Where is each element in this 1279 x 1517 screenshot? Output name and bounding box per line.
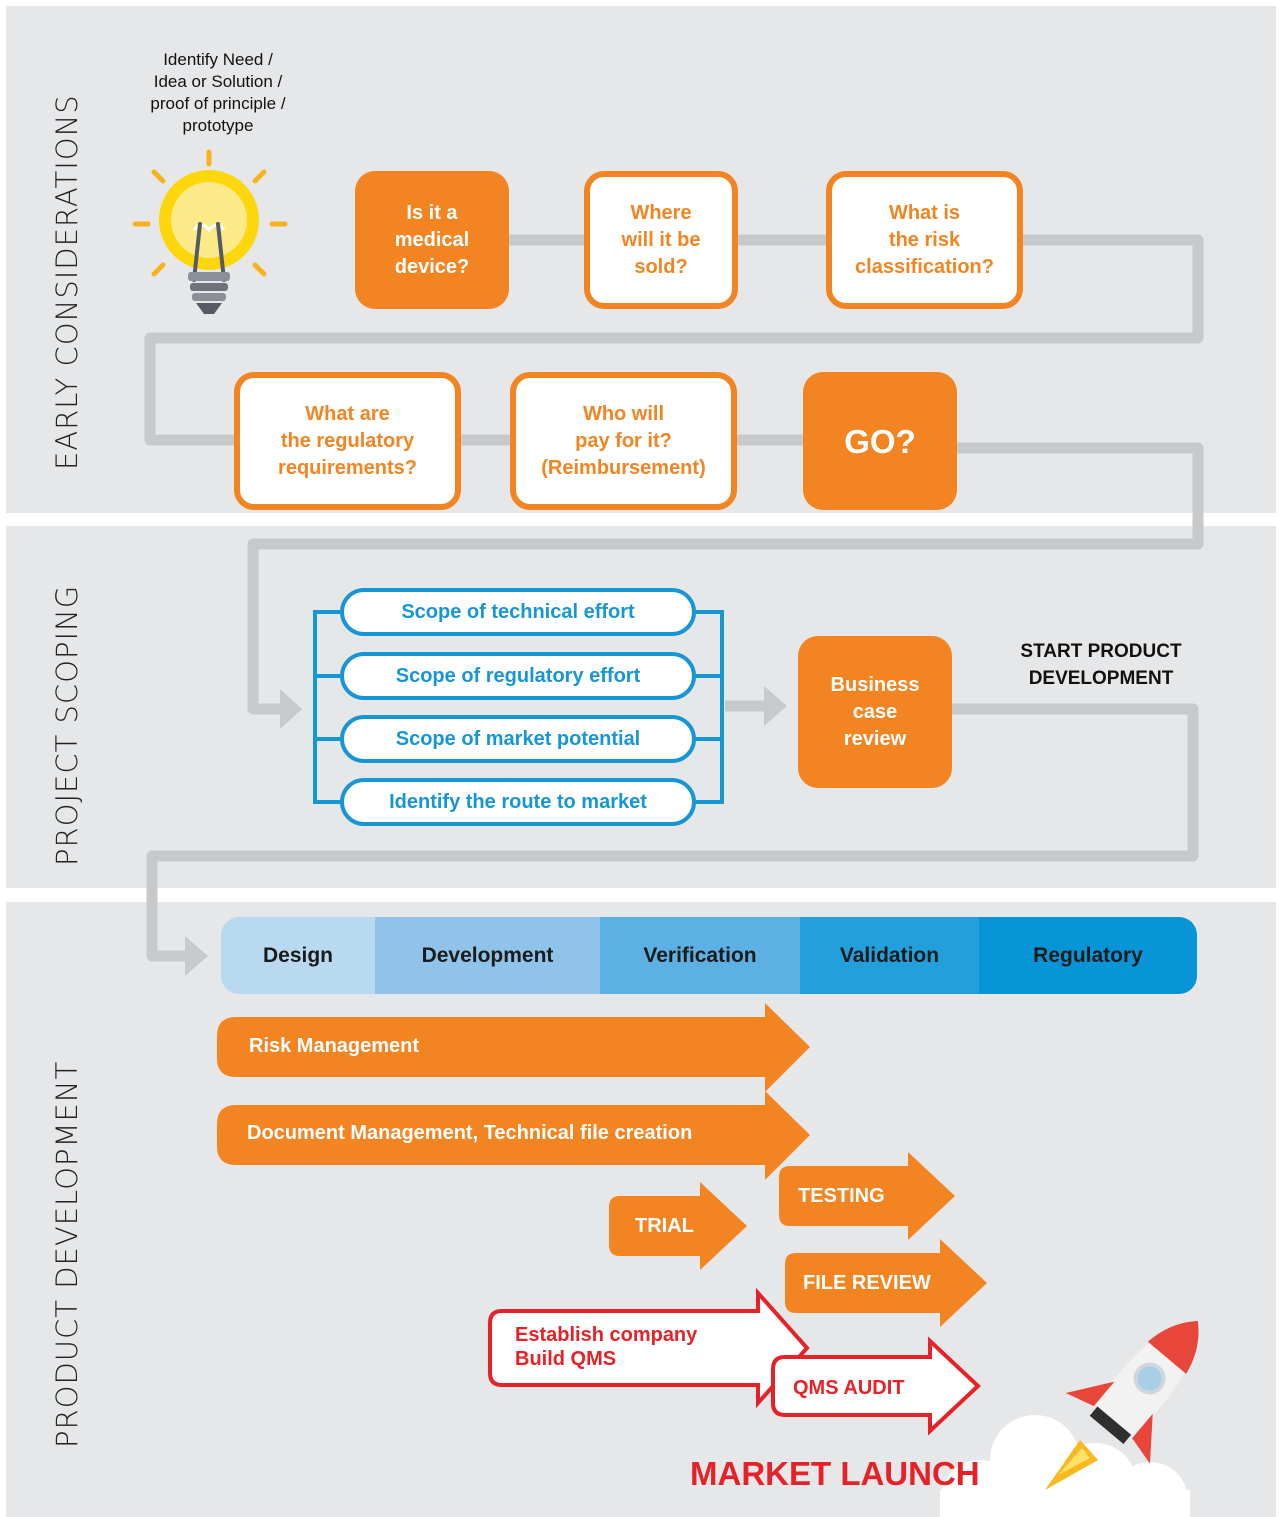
phase-development: Development (375, 917, 600, 994)
establish-company-label: Establish company Build QMS (515, 1324, 698, 1370)
scope-market-potential: Scope of market potential (340, 715, 696, 763)
rocket-icon (940, 1321, 1199, 1517)
go-decision-box: GO? (803, 372, 957, 510)
trial-arrow (609, 1182, 747, 1270)
phase-regulatory: Regulatory (979, 917, 1197, 994)
establish-qms-arrow (488, 1287, 810, 1409)
market-launch-label: MARKET LAUNCH (690, 1455, 980, 1492)
phase-verification: Verification (600, 917, 800, 994)
question-where-sold: Where will it be sold? (584, 171, 738, 309)
scope-regulatory-effort: Scope of regulatory effort (340, 652, 696, 700)
file-review-arrow (785, 1239, 987, 1327)
qms-audit-label: QMS AUDIT (793, 1377, 905, 1399)
phase-design: Design (221, 917, 375, 994)
document-management-label: Document Management, Technical file crea… (247, 1122, 693, 1144)
testing-label: TESTING (798, 1185, 885, 1207)
file-review-label: FILE REVIEW (803, 1272, 931, 1294)
risk-management-arrow (217, 1003, 810, 1092)
scope-technical-effort: Scope of technical effort (340, 588, 696, 636)
phase-validation: Validation (800, 917, 979, 994)
idea-text: Identify Need / Idea or Solution / proof… (150, 50, 286, 135)
testing-arrow (779, 1152, 955, 1240)
question-medical-device: Is it a medical device? (355, 171, 509, 309)
lightbulb-icon (132, 149, 288, 314)
question-risk-classification: What is the risk classification? (826, 171, 1023, 309)
risk-management-label: Risk Management (249, 1035, 420, 1057)
document-management-arrow (217, 1091, 810, 1180)
qms-audit-arrow (771, 1336, 981, 1436)
question-regulatory-requirements: What are the regulatory requirements? (234, 372, 461, 510)
arrow-head-scoping (280, 689, 302, 729)
arrow-head-business (764, 686, 787, 726)
phase-bar: Design Development Verification Validati… (221, 917, 1197, 994)
identify-route-to-market: Identify the route to market (340, 778, 696, 826)
question-reimbursement: Who will pay for it? (Reimbursement) (510, 372, 737, 510)
start-product-development-label: START PRODUCT DEVELOPMENT (1020, 641, 1182, 689)
arrow-head-development (185, 936, 208, 976)
business-case-review: Business case review (798, 636, 952, 788)
trial-label: TRIAL (635, 1215, 694, 1237)
